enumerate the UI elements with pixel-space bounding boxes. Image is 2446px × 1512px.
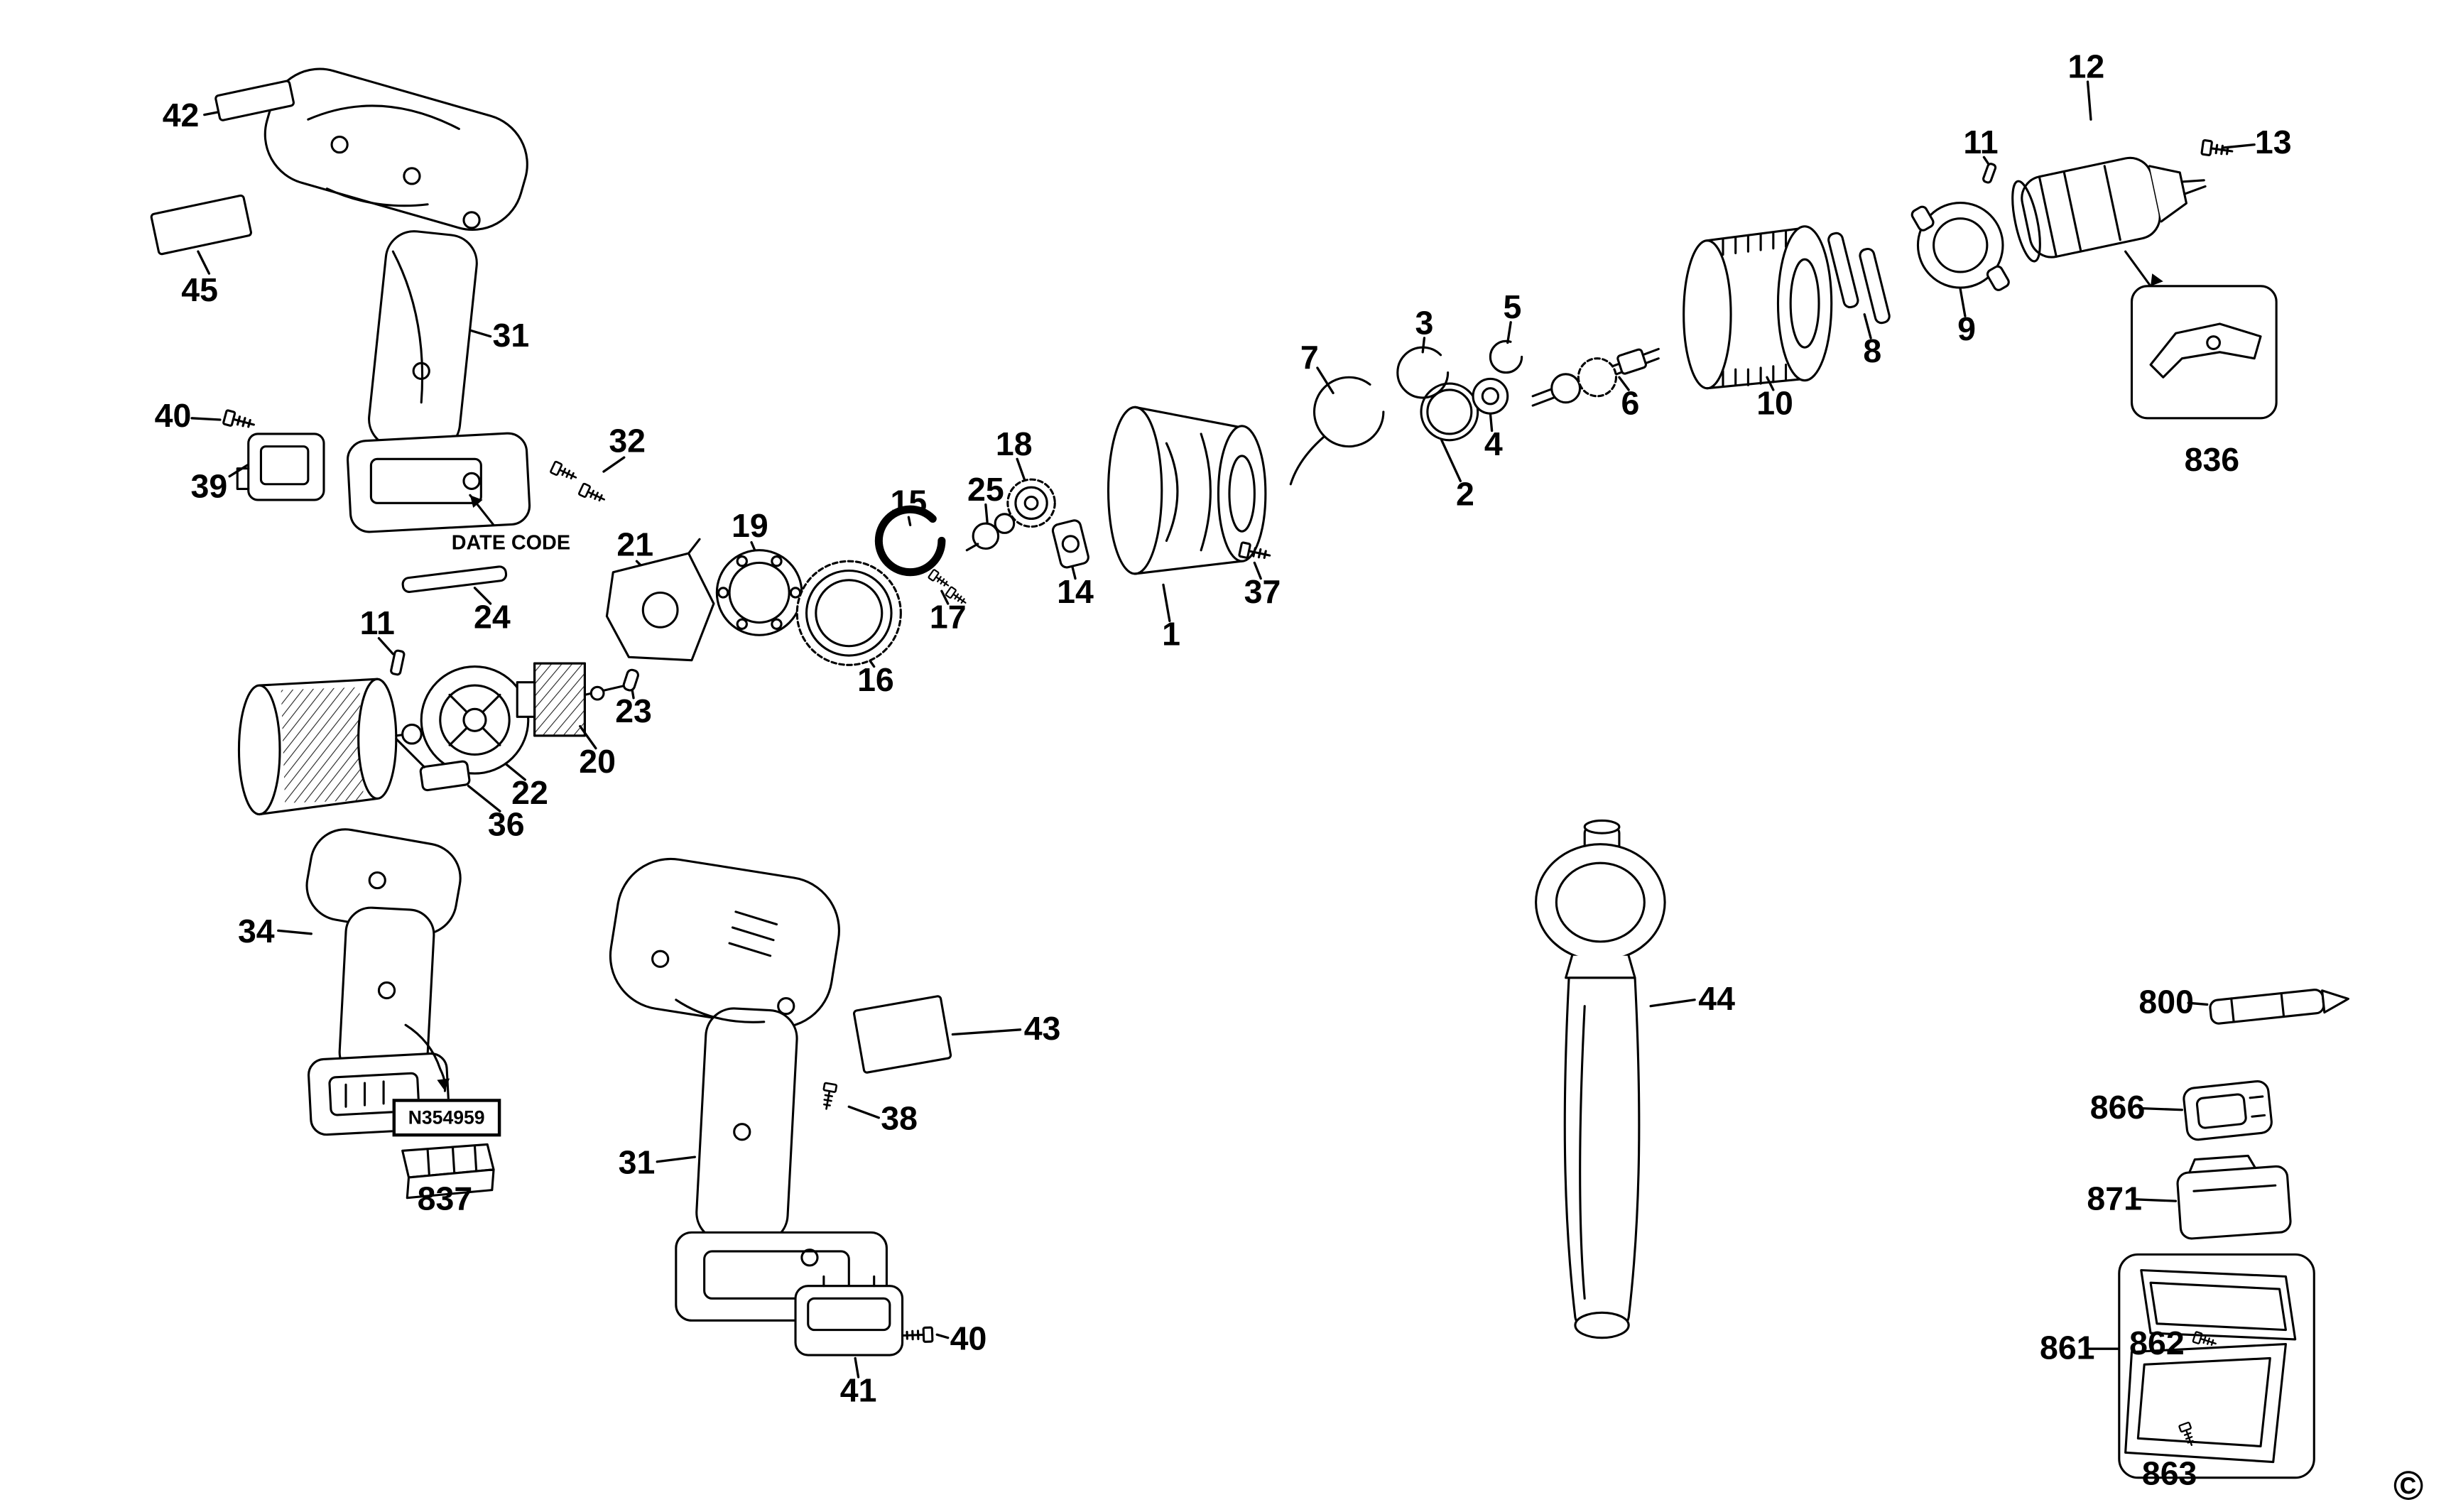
accessory-800 — [2209, 989, 2349, 1025]
clips-8 — [1827, 232, 1891, 325]
gearbox-housing-1 — [1107, 406, 1267, 575]
motor-end-cap-22 — [420, 665, 530, 775]
motor-assembly — [237, 678, 423, 816]
screw-40-top — [222, 408, 257, 433]
leader-lines — [190, 80, 2256, 1462]
pin-11-top — [1982, 163, 1997, 184]
screw-40-bottom — [901, 1326, 934, 1344]
retaining-ring-15 — [874, 505, 946, 577]
screw-13 — [2200, 138, 2234, 160]
accessory-866 — [2183, 1080, 2273, 1141]
screws-17 — [927, 568, 969, 608]
chuck-12 — [2011, 156, 2207, 263]
lower-housing-half — [305, 828, 462, 1136]
sticker-45 — [150, 194, 252, 256]
clutch-ring-10 — [1683, 225, 1833, 390]
pin-11-left — [390, 649, 406, 676]
wire-lead — [404, 1023, 450, 1092]
retainer-9 — [1910, 201, 2010, 291]
assembled-tool-body — [609, 857, 888, 1322]
bracket-21 — [605, 538, 715, 662]
ring-gear-16 — [795, 560, 902, 666]
accessory-871 — [2176, 1154, 2292, 1240]
belt-hook-836 — [2124, 250, 2278, 420]
clip-5 — [1489, 339, 1523, 374]
armature-20 — [516, 662, 627, 737]
retaining-ring-3 — [1396, 346, 1450, 399]
plate-14 — [1051, 519, 1089, 569]
connector-36 — [395, 737, 471, 792]
sticker-42 — [214, 80, 295, 121]
strip-24 — [401, 565, 508, 593]
date-code-arrow — [469, 494, 495, 526]
spindle-6 — [1531, 347, 1660, 407]
bearing-plate-19 — [715, 549, 803, 636]
battery-41 — [794, 1275, 904, 1356]
contact-block-837 — [401, 1143, 495, 1200]
bracket-39 — [236, 433, 325, 501]
gear-18 — [1006, 478, 1056, 528]
sticker-43 — [852, 995, 952, 1074]
pin-23 — [622, 668, 639, 692]
upper-housing-half — [263, 67, 531, 533]
o-ring-2 — [1420, 382, 1479, 442]
screws-32 — [549, 460, 608, 506]
washers-25 — [965, 513, 1016, 552]
bearing-4 — [1472, 377, 1509, 415]
side-handle-44 — [1535, 819, 1666, 1339]
wire-clip-7 — [1289, 376, 1385, 486]
screw-38 — [819, 1082, 838, 1111]
kit-box-861 — [2118, 1253, 2315, 1479]
